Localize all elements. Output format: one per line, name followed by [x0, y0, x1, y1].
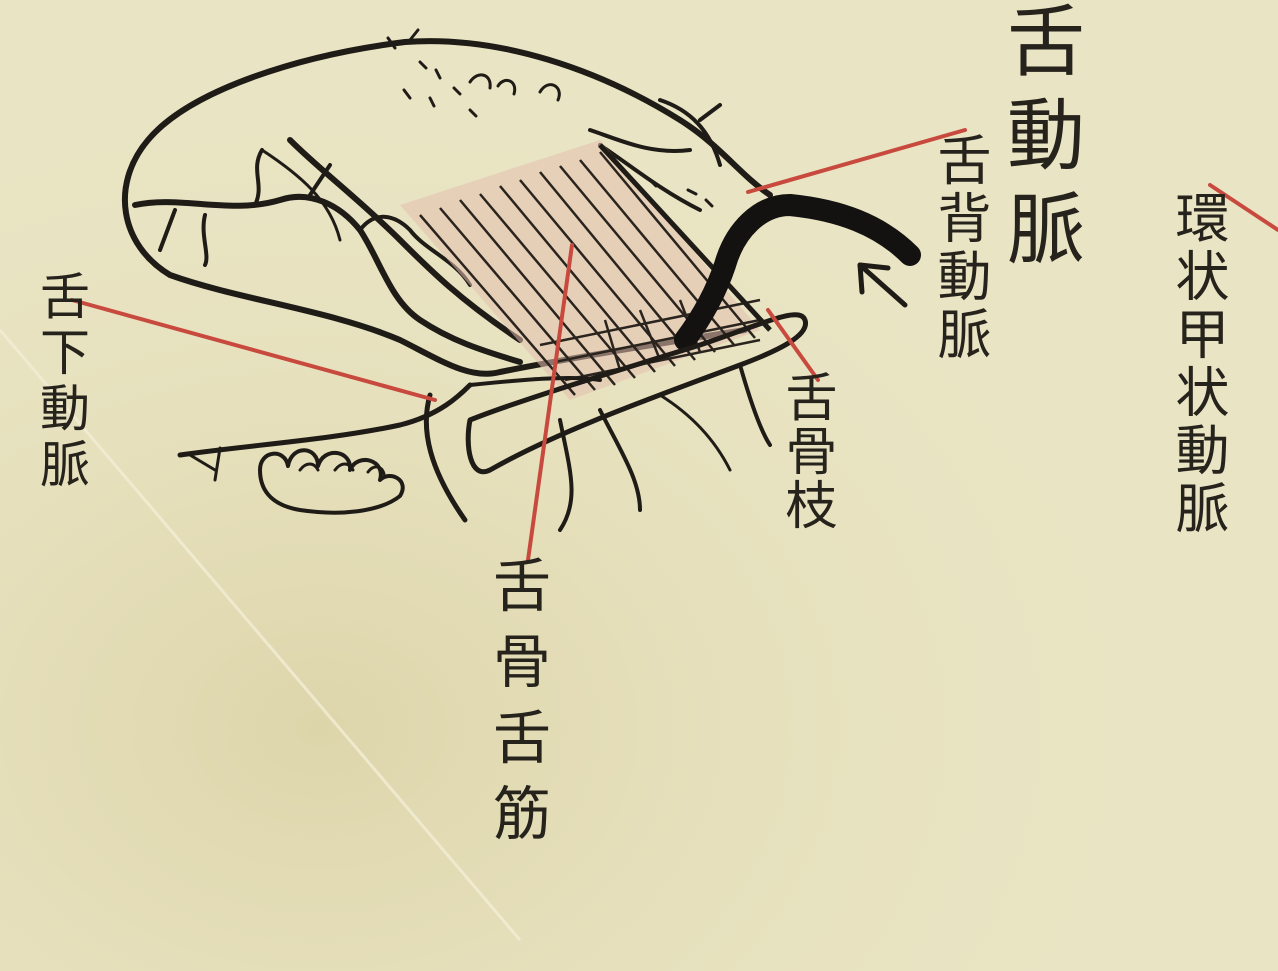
label-hyoglossus-muscle: 舌骨舌筋: [488, 555, 546, 859]
title-label: 舌動脈: [1000, 0, 1078, 282]
label-dorsal-lingual-artery: 舌背動脈: [932, 132, 986, 364]
label-sublingual-artery: 舌下動脈: [36, 270, 86, 494]
label-hyoid-branch: 舌骨枝: [780, 370, 832, 532]
label-cricothyroid-artery: 環状甲状動脈: [1170, 190, 1224, 538]
